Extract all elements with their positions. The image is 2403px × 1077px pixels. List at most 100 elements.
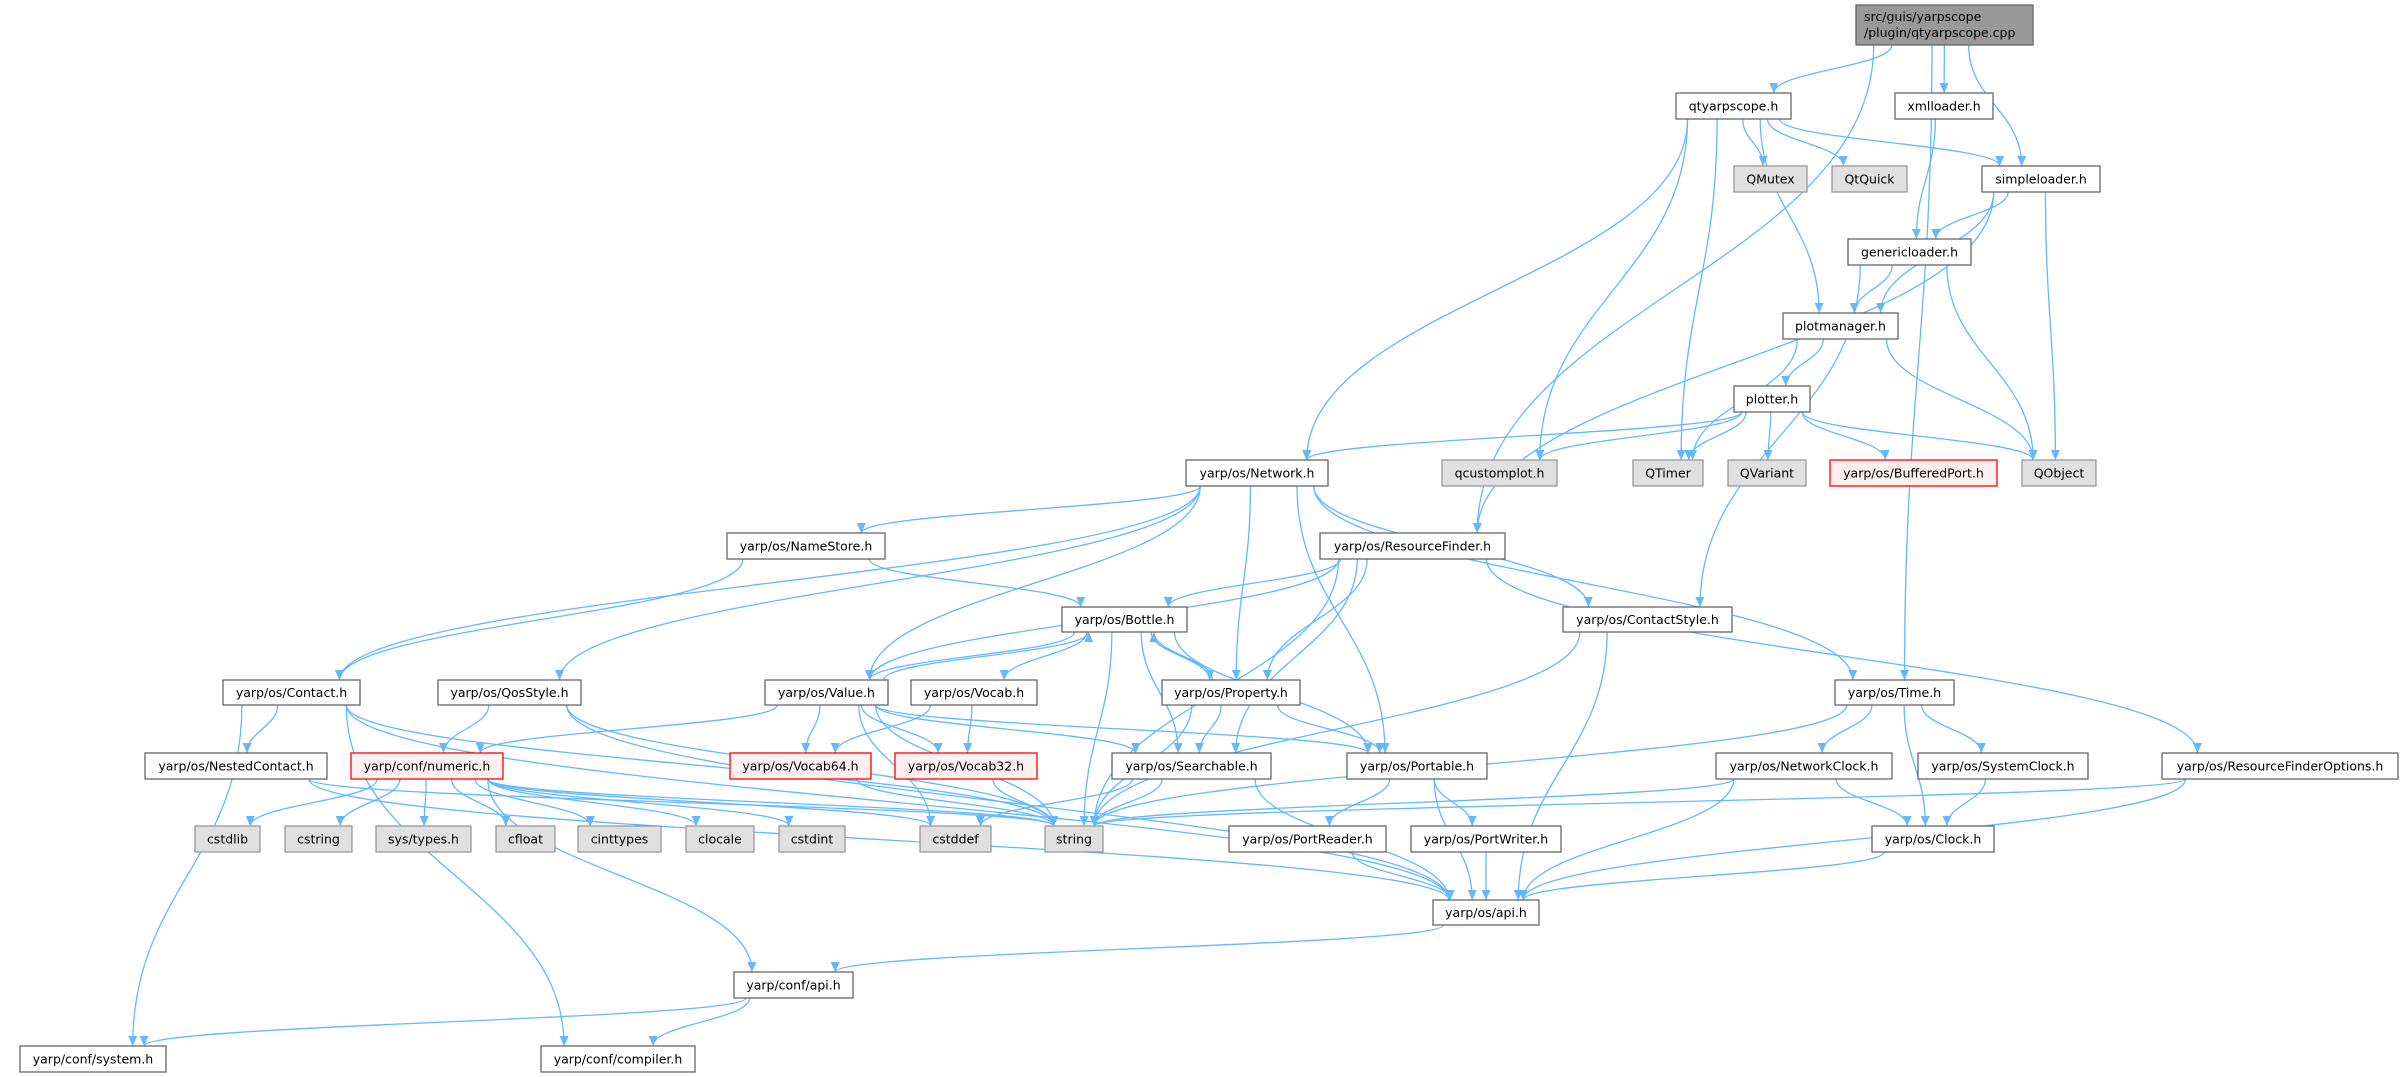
node-ResourceFinder[interactable]: yarp/os/ResourceFinder.h [1319,532,1506,560]
edge-Network-to-NameStore [856,485,1201,534]
node-box [1733,165,1808,193]
edge-Bottle-to-Property [1150,631,1215,681]
node-box [437,679,582,706]
node-Vocab[interactable]: yarp/os/Vocab.h [910,679,1038,706]
edge-Portable-to-PortWriter [1433,778,1477,827]
node-box [733,971,854,999]
node-Network[interactable]: yarp/os/Network.h [1185,459,1329,487]
node-Contact[interactable]: yarp/os/Contact.h [222,679,361,706]
node-NameStore[interactable]: yarp/os/NameStore.h [726,532,886,560]
node-box [495,825,556,853]
edge-numeric-to-cfloat [450,778,511,827]
node-box [1917,752,2089,780]
node-label: yarp/os/Searchable.h [1125,759,1257,774]
node-plotmanager[interactable]: plotmanager.h [1782,312,1899,340]
node-Searchable[interactable]: yarp/os/Searchable.h [1111,752,1272,780]
edge-Clock-to-osapi [1518,851,1885,901]
node-QVariant[interactable]: QVariant [1727,459,1807,487]
node-BufferedPort[interactable]: yarp/os/BufferedPort.h [1829,459,1998,487]
node-label: yarp/os/Portable.h [1360,759,1474,774]
node-RFOptions[interactable]: yarp/os/ResourceFinderOptions.h [2161,752,2399,780]
edge-Contact-to-string [345,704,1059,827]
node-box [1894,92,1994,120]
node-box [284,825,353,853]
node-label: simpleloader.h [1995,172,2087,187]
edge-Network-to-Time [1313,485,1858,681]
node-Time[interactable]: yarp/os/Time.h [1834,679,1955,706]
edge-Value-to-numeric [475,704,778,754]
node-string[interactable]: string [1044,825,1104,853]
node-label: plotter.h [1746,392,1798,407]
node-Vocab32[interactable]: yarp/os/Vocab32.h [894,752,1038,780]
node-ContactStyle[interactable]: yarp/os/ContactStyle.h [1562,606,1733,633]
edge-osapi-to-confapi [830,924,1445,973]
edge-Vocab64-to-string [856,778,1059,827]
node-QtQuick[interactable]: QtQuick [1831,165,1908,193]
node-plotter[interactable]: plotter.h [1733,385,1811,413]
node-box [1733,385,1811,413]
node-PortWriter[interactable]: yarp/os/PortWriter.h [1410,825,1562,853]
node-xmlloader[interactable]: xmlloader.h [1894,92,1994,120]
node-Value[interactable]: yarp/os/Value.h [764,679,889,706]
node-box [1715,752,1893,780]
node-label: yarp/os/ResourceFinderOptions.h [2177,759,2384,774]
node-Bottle[interactable]: yarp/os/Bottle.h [1061,606,1188,633]
edge-NameStore-to-Bottle [868,558,1086,608]
node-qtyarpscope[interactable]: qtyarpscope.h [1675,92,1792,120]
edge-Vocab-to-Vocab64 [830,704,932,754]
edge-qtyarpscope-to-Network [1302,118,1689,461]
node-root[interactable]: src/guis/yarpscope/plugin/qtyarpscope.cp… [1855,4,2034,46]
node-box [1855,4,2034,46]
node-label: QTimer [1645,466,1691,481]
node-box [1782,312,1899,340]
node-cstddef[interactable]: cstddef [919,825,992,853]
node-Property[interactable]: yarp/os/Property.h [1161,679,1301,706]
node-box [1441,459,1558,487]
node-label: clocale [698,832,742,847]
edge-plotter-to-Network [1302,411,1743,461]
node-Clock[interactable]: yarp/os/Clock.h [1871,825,1995,853]
node-cinttypes[interactable]: cinttypes [577,825,662,853]
node-osapi[interactable]: yarp/os/api.h [1432,899,1540,926]
node-box [1161,679,1301,706]
node-qcustomplot[interactable]: qcustomplot.h [1441,459,1558,487]
edge-Searchable-to-cstddef [975,778,1134,827]
node-QObject[interactable]: QObject [2021,459,2097,487]
node-genericloader[interactable]: genericloader.h [1847,238,1972,266]
node-cstring[interactable]: cstring [284,825,353,853]
node-box [144,752,328,780]
node-cstdint[interactable]: cstdint [778,825,846,853]
node-label: cstdint [791,832,834,847]
node-label: yarp/conf/numeric.h [364,759,491,774]
node-confapi[interactable]: yarp/conf/api.h [733,971,854,999]
node-box [1346,752,1488,780]
node-NestedContact[interactable]: yarp/os/NestedContact.h [144,752,328,780]
edge-Time-to-SystemClock [1920,704,1986,754]
node-numeric[interactable]: yarp/conf/numeric.h [350,752,504,780]
node-NetworkClock[interactable]: yarp/os/NetworkClock.h [1715,752,1893,780]
node-QMutex[interactable]: QMutex [1733,165,1808,193]
node-Vocab64[interactable]: yarp/os/Vocab64.h [729,752,872,780]
node-confcompiler[interactable]: yarp/conf/compiler.h [540,1045,696,1073]
node-label: yarp/os/Time.h [1848,685,1941,700]
node-PortReader[interactable]: yarp/os/PortReader.h [1228,825,1387,853]
node-cfloat[interactable]: cfloat [495,825,556,853]
node-systypes[interactable]: sys/types.h [375,825,472,853]
node-Portable[interactable]: yarp/os/Portable.h [1346,752,1488,780]
nodes-layer: src/guis/yarpscope/plugin/qtyarpscope.cp… [19,4,2399,1073]
node-QosStyle[interactable]: yarp/os/QosStyle.h [437,679,582,706]
edge-Property-to-Bottle [1149,631,1214,681]
node-QTimer[interactable]: QTimer [1632,459,1704,487]
edge-NetworkClock-to-string [1090,778,1735,827]
edge-NetworkClock-to-Clock [1835,778,1912,827]
node-clocale[interactable]: clocale [685,825,755,853]
edge-QosStyle-to-osapi [566,704,1454,901]
node-label: yarp/os/Network.h [1200,466,1315,481]
edge-Vocab-to-Vocab32 [963,704,973,754]
node-SystemClock[interactable]: yarp/os/SystemClock.h [1917,752,2089,780]
node-simpleloader[interactable]: simpleloader.h [1981,165,2101,193]
node-confsystem[interactable]: yarp/conf/system.h [19,1045,167,1073]
node-label: yarp/conf/api.h [746,978,840,993]
node-label: cinttypes [591,832,649,847]
node-cstdlib[interactable]: cstdlib [194,825,261,853]
